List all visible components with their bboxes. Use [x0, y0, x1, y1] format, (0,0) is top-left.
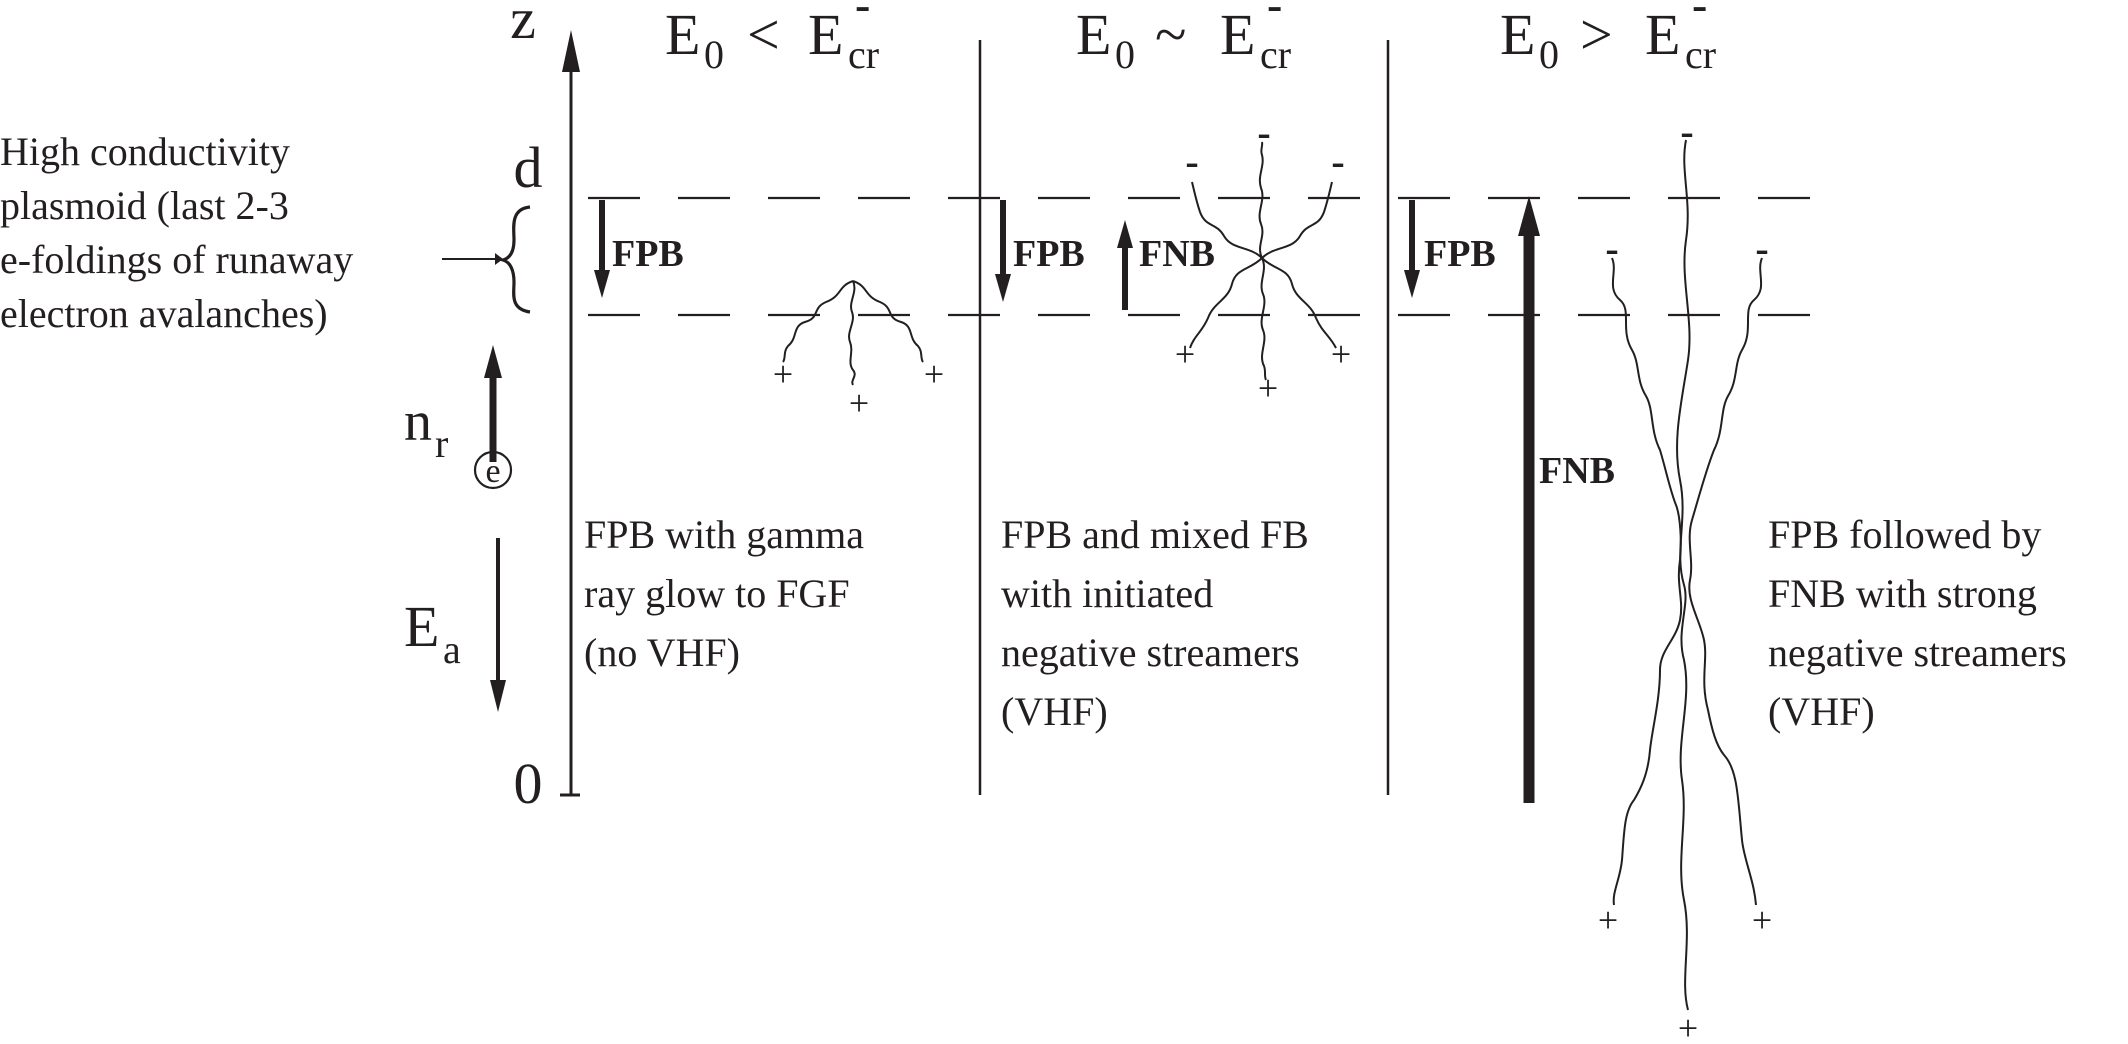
- column-3-description-line-2: FNB with strong: [1768, 571, 2037, 616]
- ea-subscript: a: [443, 627, 461, 672]
- z-axis-arrowhead: [562, 30, 580, 72]
- column-3-sign-plus-bottom: +: [1678, 1008, 1698, 1044]
- electron-symbol: e: [485, 453, 500, 490]
- column-1-header-ecr-sub: cr: [848, 32, 879, 77]
- ambient-field-arrowhead: [490, 680, 506, 712]
- column-3-fnb-arrowhead: [1518, 196, 1540, 236]
- column-2-description-line-2: with initiated: [1001, 571, 1213, 616]
- column-3-header-e: E: [1500, 2, 1535, 67]
- column-3-header-ecr-sup: -: [1692, 0, 1707, 30]
- column-1-description-line-2: ray glow to FGF: [584, 571, 850, 616]
- nr-subscript: r: [435, 421, 448, 466]
- column-2-fpb-arrowhead: [995, 274, 1011, 302]
- column-1-sign-plus-right: +: [924, 354, 944, 394]
- column-3-description-line-1: FPB followed by: [1768, 512, 2041, 557]
- plasmoid-brace: [497, 205, 531, 314]
- electron-icon: [473, 450, 513, 490]
- column-2-sign-plus-right: +: [1331, 334, 1351, 374]
- column-1: E 0 < E cr - FPB + + + FPB with gamma ra…: [584, 0, 944, 675]
- nr-label: n: [404, 391, 432, 453]
- column-2-description-line-1: FPB and mixed FB: [1001, 512, 1309, 557]
- column-1-streamers: + + +: [773, 280, 944, 423]
- column-3-description-line-3: negative streamers: [1768, 630, 2067, 675]
- column-2-description: FPB and mixed FB with initiated negative…: [1001, 512, 1309, 734]
- column-3-header: E 0 > E cr -: [1500, 0, 1716, 77]
- plasmoid-note-line-3: e-foldings of runaway: [0, 237, 353, 282]
- electron-flux-arrowhead: [484, 345, 502, 378]
- plasmoid-boundaries: [588, 196, 1820, 317]
- column-2-header-relation: ~: [1155, 2, 1186, 67]
- column-3-description-line-4: (VHF): [1768, 689, 1875, 734]
- column-1-description: FPB with gamma ray glow to FGF (no VHF): [584, 512, 864, 675]
- column-2-header-ecr: E: [1220, 2, 1255, 67]
- column-3-sign-minus-right: -: [1755, 226, 1768, 271]
- column-2-header-ecr-sub: cr: [1260, 32, 1291, 77]
- column-2-sign-minus-center: -: [1257, 110, 1270, 155]
- column-3-sign-plus-left: +: [1598, 900, 1618, 940]
- column-3-sign-minus-left: -: [1605, 226, 1618, 271]
- plasmoid-note-line-2: plasmoid (last 2-3: [0, 183, 289, 228]
- column-2-header-ecr-sup: -: [1267, 0, 1282, 30]
- column-1-header-e: E: [665, 2, 700, 67]
- column-1-description-line-1: FPB with gamma: [584, 512, 864, 557]
- column-3-fpb-label: FPB: [1424, 233, 1496, 275]
- column-1-sign-plus-left: +: [773, 354, 793, 394]
- electron-flux-indicator: n r e: [404, 345, 513, 490]
- column-3-header-e-sub: 0: [1539, 32, 1559, 77]
- column-3-header-relation: >: [1580, 2, 1613, 67]
- plasmoid-note: High conductivity plasmoid (last 2-3 e-f…: [0, 129, 531, 336]
- column-1-header-relation: <: [747, 2, 780, 67]
- column-3-header-ecr: E: [1645, 2, 1680, 67]
- column-1-header: E 0 < E cr -: [665, 0, 879, 77]
- column-3-sign-plus-right: +: [1752, 900, 1772, 940]
- column-2-fnb-label: FNB: [1139, 233, 1215, 275]
- column-1-header-ecr: E: [808, 2, 843, 67]
- column-2-sign-plus-center: +: [1258, 368, 1278, 408]
- column-2-sign-plus-left: +: [1175, 334, 1195, 374]
- column-2-sign-minus-left: -: [1185, 139, 1198, 184]
- column-3-streamers: - - - + + +: [1598, 109, 1772, 1044]
- column-3-sign-minus-top: -: [1680, 109, 1693, 154]
- column-2-description-line-4: (VHF): [1001, 689, 1108, 734]
- column-2: E 0 ~ E cr - FPB FNB - - - + + +: [995, 0, 1351, 734]
- column-3: E 0 > E cr - FPB FNB - - - + + + FPB: [1404, 0, 2067, 1044]
- column-2-header: E 0 ~ E cr -: [1076, 0, 1291, 77]
- column-2-header-e: E: [1076, 2, 1111, 67]
- plasmoid-note-line-1: High conductivity: [0, 129, 290, 174]
- column-1-sign-plus-center: +: [849, 383, 869, 423]
- column-1-fpb-label: FPB: [612, 233, 684, 275]
- column-2-streamers: - - - + + +: [1175, 110, 1351, 408]
- column-3-fnb-label: FNB: [1539, 450, 1615, 492]
- d-level-label: d: [514, 135, 543, 200]
- column-3-header-ecr-sub: cr: [1685, 32, 1716, 77]
- zero-level-label: 0: [514, 751, 543, 816]
- column-1-fpb-arrowhead: [594, 270, 610, 298]
- column-2-description-line-3: negative streamers: [1001, 630, 1300, 675]
- column-1-description-line-3: (no VHF): [584, 630, 740, 675]
- plasmoid-note-line-4: electron avalanches): [0, 291, 328, 336]
- column-2-fpb-label: FPB: [1013, 233, 1085, 275]
- column-2-sign-minus-right: -: [1331, 139, 1344, 184]
- column-2-fnb-arrowhead: [1117, 220, 1133, 248]
- ea-label: E: [404, 594, 439, 659]
- z-axis-label: z: [510, 0, 536, 51]
- column-3-fpb-arrowhead: [1404, 270, 1420, 298]
- column-1-header-e-sub: 0: [704, 32, 724, 77]
- ambient-field-indicator: E a: [404, 538, 506, 712]
- vertical-axis: z d 0: [510, 0, 580, 816]
- column-3-description: FPB followed by FNB with strong negative…: [1768, 512, 2067, 734]
- column-2-header-e-sub: 0: [1115, 32, 1135, 77]
- column-1-header-ecr-sup: -: [855, 0, 870, 30]
